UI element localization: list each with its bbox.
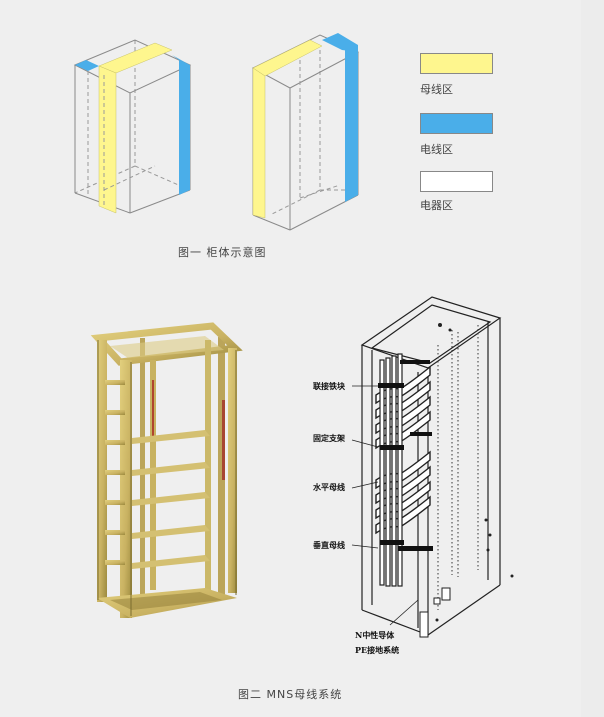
legend-label-busbar: 母线区 bbox=[420, 83, 453, 96]
figure2-caption: 图二 MNS母线系统 bbox=[238, 688, 343, 701]
figure1-caption: 图一 柜体示意图 bbox=[178, 246, 267, 259]
legend-label-device: 电器区 bbox=[420, 199, 453, 212]
callout-vertical-busbar: 垂直母线 bbox=[313, 540, 345, 550]
legend-label-wiring: 电线区 bbox=[420, 143, 453, 156]
callout-fixed-bracket: 固定支架 bbox=[313, 433, 345, 443]
callout-pe-grounding: PE接地系统 bbox=[355, 645, 400, 655]
legend-swatch-device bbox=[420, 171, 493, 192]
right-margin-strip bbox=[581, 0, 604, 717]
legend-swatch-wiring bbox=[420, 113, 493, 134]
callout-neutral-conductor: N中性导体 bbox=[355, 630, 395, 640]
callout-horizontal-busbar: 水平母线 bbox=[313, 482, 345, 492]
callout-connector-block: 联接铁块 bbox=[313, 381, 345, 391]
legend-swatch-busbar bbox=[420, 53, 493, 74]
